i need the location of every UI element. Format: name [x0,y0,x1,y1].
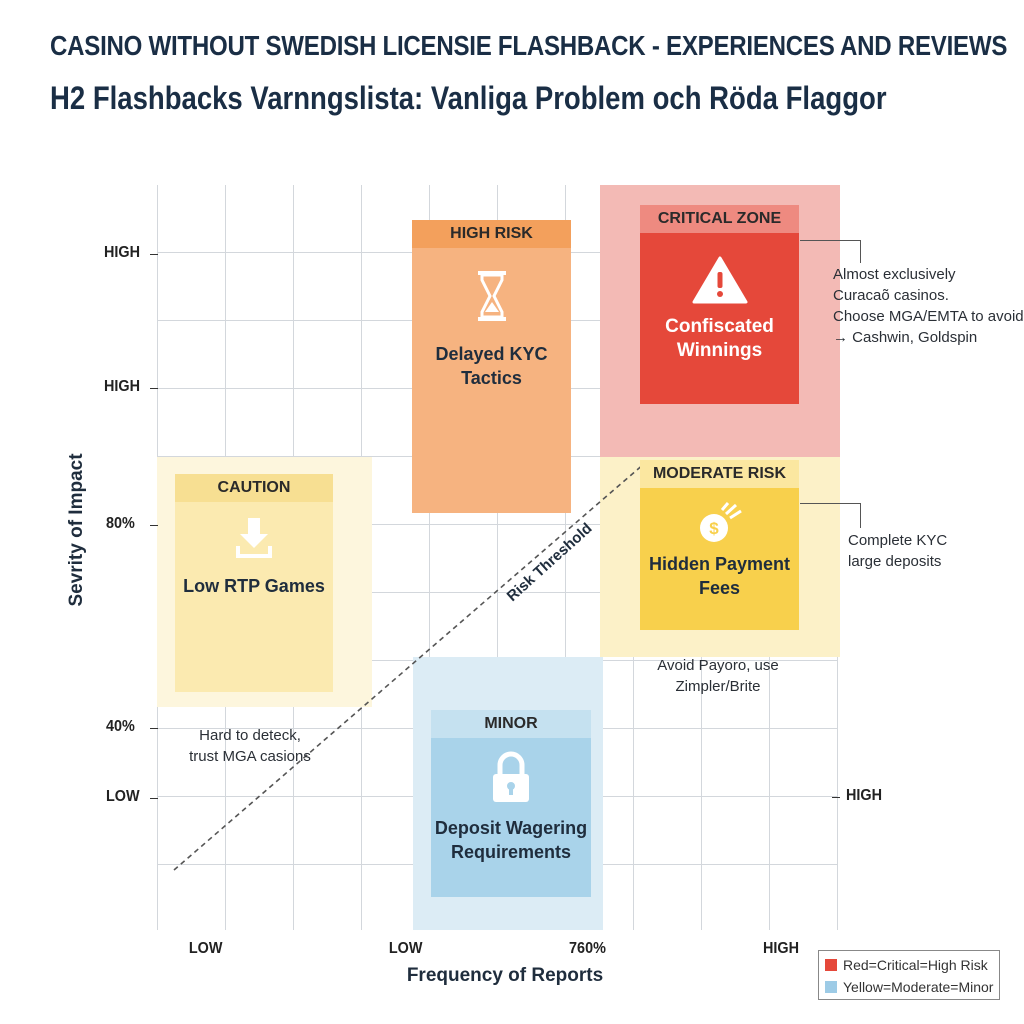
caution-box: CAUTION Low RTP Games [175,474,333,692]
high-risk-label: Delayed KYC Tactics [435,344,548,388]
y-tick-mark [150,254,158,255]
y-axis-title: Sevrity of Impact [66,453,87,607]
legend-swatch-red [825,959,837,971]
hourglass-icon [477,271,506,321]
y-tick-high: HIGH [104,378,140,395]
y-tick-mark [150,388,158,389]
y-tick-high-top: HIGH [104,244,140,261]
caution-header: CAUTION [175,474,333,502]
caution-note: Hard to deteck, trust MGA casions [189,727,311,765]
download-icon [236,518,272,558]
moderate-risk-label: Hidden Payment Fees [648,554,791,598]
svg-text:$: $ [709,519,719,538]
legend-swatch-blue [825,981,837,993]
critical-note: Almost exclusively Curacaõ casinos. Choo… [833,266,1024,346]
lock-icon [493,751,529,802]
warning-icon [692,256,747,304]
legend-label: Red=Critical=High Risk [843,957,988,973]
y-tick-mark [150,728,158,729]
x-tick-high: HIGH [763,940,799,957]
caution-label: Low RTP Games [183,576,325,596]
minor-box: MINOR Deposit Wagering Requirements [431,710,591,897]
minor-label: Deposit Wagering Requirements [434,818,588,862]
moderate-risk-box: MODERATE RISK $ Hidden Payment Fees [640,460,799,630]
y-tick-mark [150,798,158,799]
y-tick-40: 40% [106,718,135,735]
x-tick-low-2: LOW [388,940,423,957]
critical-zone-header: CRITICAL ZONE [640,205,799,233]
critical-zone-label: Confiscated Winnings [665,316,774,361]
moderate-note-connector [800,503,861,528]
critical-note-connector [800,240,861,263]
y-tick-80: 80% [106,515,135,532]
high-risk-box: HIGH RISK Delayed KYC Tactics [412,220,571,513]
page-subtitle: H2 Flashbacks Varnngslista: Vanliga Prob… [50,80,887,116]
legend-item-moderate: Yellow=Moderate=Minor [825,976,993,998]
x-tick-760: 760% [569,940,606,957]
moderate-below-note: Avoid Payoro, use Zimpler/Brite [657,657,779,695]
coin-icon: $ [699,502,742,542]
y-tick-mark [150,525,158,526]
minor-header: MINOR [431,710,591,738]
high-risk-header: HIGH RISK [412,220,571,248]
critical-zone-box: CRITICAL ZONE Confiscated Winnings [640,205,799,404]
legend: Red=Critical=High Risk Yellow=Moderate=M… [818,950,1000,1000]
right-axis-label-high: HIGH [846,787,882,804]
y-tick-low: LOW [106,788,140,805]
right-tick-mark [832,797,840,798]
moderate-risk-header: MODERATE RISK [640,460,799,488]
legend-item-critical: Red=Critical=High Risk [825,954,993,976]
legend-label: Yellow=Moderate=Minor [843,979,994,995]
page-title: CASINO WITHOUT SWEDISH LICENSIE FLASHBAC… [50,30,1008,61]
moderate-note: Complete KYC large deposits [848,532,948,570]
x-tick-low-1: LOW [188,940,223,957]
x-axis-title: Frequency of Reports [406,965,604,986]
